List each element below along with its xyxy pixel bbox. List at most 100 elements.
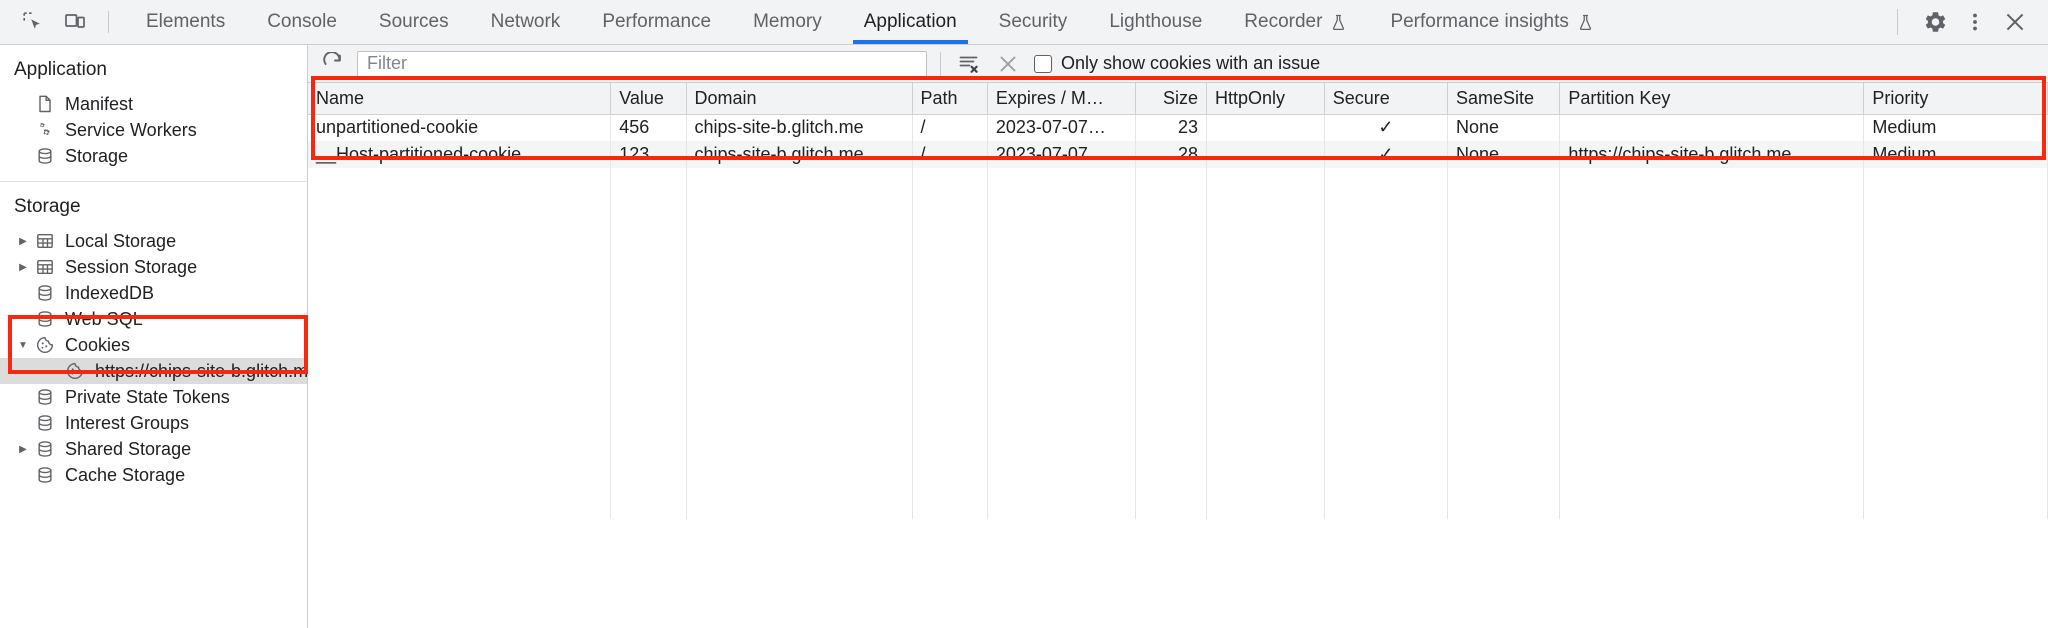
- tab-performance[interactable]: Performance: [581, 0, 732, 44]
- inspect-element-icon[interactable]: [14, 3, 52, 41]
- table-icon: [32, 257, 58, 277]
- sidebar-item-shared-storage[interactable]: ▶Shared Storage: [0, 436, 307, 462]
- cell-empty: [1135, 222, 1207, 249]
- close-icon[interactable]: [1996, 3, 2034, 41]
- cell-empty: [912, 357, 988, 384]
- database-icon: [32, 309, 58, 329]
- tab-label: Security: [998, 11, 1068, 32]
- column-header-expires-m[interactable]: Expires / M…: [987, 83, 1136, 115]
- column-header-size[interactable]: Size: [1135, 83, 1207, 115]
- cell-empty: [1206, 384, 1325, 411]
- cell-empty: [1135, 168, 1207, 195]
- column-header-name[interactable]: Name: [308, 83, 612, 115]
- tab-memory[interactable]: Memory: [732, 0, 843, 44]
- sidebar-item-cookies[interactable]: ▼Cookies: [0, 332, 307, 358]
- only-show-issues-checkbox[interactable]: Only show cookies with an issue: [1034, 53, 1320, 74]
- cell-empty: [610, 168, 687, 195]
- cell-empty: [1559, 222, 1865, 249]
- sidebar-item-local-storage[interactable]: ▶Local Storage: [0, 228, 307, 254]
- tab-performance-insights[interactable]: Performance insights: [1369, 0, 1615, 44]
- sidebar-item-session-storage[interactable]: ▶Session Storage: [0, 254, 307, 280]
- more-vertical-icon[interactable]: [1956, 3, 1994, 41]
- checkbox-box[interactable]: [1034, 54, 1052, 73]
- sidebar-item-label: Web SQL: [65, 309, 143, 329]
- cell-empty: [987, 465, 1136, 492]
- filter-input[interactable]: [357, 50, 927, 77]
- cell-empty: [308, 357, 612, 384]
- tab-label: Recorder: [1244, 11, 1323, 32]
- sidebar-item-interest-groups[interactable]: ▶Interest Groups: [0, 410, 307, 436]
- chevron-right-icon[interactable]: ▶: [19, 443, 27, 455]
- tab-elements[interactable]: Elements: [125, 0, 246, 44]
- cell-partition-key: [1559, 114, 1865, 141]
- filter-toolbar-divider: [940, 51, 941, 76]
- sidebar-item-service-workers[interactable]: ▶Service Workers: [0, 117, 307, 143]
- sidebar-item-label: Service Workers: [65, 120, 197, 140]
- table-filler-row: [308, 249, 2048, 276]
- cell-size: 28: [1135, 141, 1207, 168]
- cell-empty: [987, 276, 1136, 303]
- cell-empty: [1447, 276, 1561, 303]
- sidebar-item-label: Interest Groups: [65, 413, 190, 433]
- gear-icon[interactable]: [1916, 3, 1954, 41]
- cell-empty: [308, 411, 612, 438]
- database-icon: [32, 387, 58, 407]
- cell-empty: [987, 411, 1136, 438]
- cell-empty: [686, 222, 913, 249]
- tab-application[interactable]: Application: [843, 0, 978, 44]
- sidebar-item-storage[interactable]: ▶Storage: [0, 143, 307, 169]
- tab-label: Elements: [146, 11, 226, 32]
- clear-filtered-cookies-icon[interactable]: [993, 49, 1023, 79]
- cell-empty: [1135, 384, 1207, 411]
- cell-empty: [1206, 357, 1325, 384]
- cell-empty: [308, 222, 612, 249]
- sidebar-item-private-state-tokens[interactable]: ▶Private State Tokens: [0, 384, 307, 410]
- cell-empty: [1324, 384, 1449, 411]
- cell-empty: [1206, 465, 1325, 492]
- chevron-right-icon[interactable]: ▶: [19, 235, 27, 247]
- cell-httponly: [1206, 114, 1325, 141]
- cell-empty: [1135, 492, 1207, 519]
- column-header-partition-key[interactable]: Partition Key: [1559, 83, 1865, 115]
- sidebar-item-manifest[interactable]: ▶Manifest: [0, 91, 307, 117]
- sidebar-item-web-sql[interactable]: ▶Web SQL: [0, 306, 307, 332]
- sidebar-item-cache-storage[interactable]: ▶Cache Storage: [0, 462, 307, 488]
- column-header-domain[interactable]: Domain: [686, 83, 913, 115]
- chevron-right-icon[interactable]: ▶: [19, 261, 27, 273]
- cell-empty: [1206, 438, 1325, 465]
- cell-empty: [1206, 276, 1325, 303]
- sidebar-item-https-chips-site-b-glitch-me[interactable]: ▶https://chips-site-b.glitch.me: [0, 358, 307, 384]
- cookies-filter-toolbar: Only show cookies with an issue: [308, 45, 2048, 83]
- cell-empty: [987, 357, 1136, 384]
- chevron-down-icon[interactable]: ▼: [18, 339, 28, 351]
- cell-empty: [912, 384, 988, 411]
- column-header-secure[interactable]: Secure: [1324, 83, 1449, 115]
- tab-console[interactable]: Console: [246, 0, 358, 44]
- cell-empty: [1206, 195, 1325, 222]
- column-header-value[interactable]: Value: [610, 83, 687, 115]
- sidebar-item-indexeddb[interactable]: ▶IndexedDB: [0, 280, 307, 306]
- device-toolbar-icon[interactable]: [56, 3, 94, 41]
- tab-network[interactable]: Network: [470, 0, 582, 44]
- experiment-flask-icon: [1576, 13, 1595, 32]
- cell-empty: [1206, 303, 1325, 330]
- column-header-httponly[interactable]: HttpOnly: [1206, 83, 1325, 115]
- tab-label: Sources: [378, 11, 449, 32]
- tabbar-right-divider: [1897, 9, 1898, 35]
- refresh-icon[interactable]: [318, 49, 348, 79]
- column-header-samesite[interactable]: SameSite: [1447, 83, 1561, 115]
- cell-empty: [912, 195, 988, 222]
- cell-name: __Host-partitioned-cookie: [308, 141, 612, 168]
- tab-security[interactable]: Security: [978, 0, 1089, 44]
- clear-all-cookies-icon[interactable]: [954, 49, 984, 79]
- column-header-path[interactable]: Path: [912, 83, 988, 115]
- tab-recorder[interactable]: Recorder: [1223, 0, 1369, 44]
- column-header-priority[interactable]: Priority: [1863, 83, 2048, 115]
- cell-empty: [1863, 465, 2048, 492]
- tab-lighthouse[interactable]: Lighthouse: [1088, 0, 1223, 44]
- tab-sources[interactable]: Sources: [358, 0, 470, 44]
